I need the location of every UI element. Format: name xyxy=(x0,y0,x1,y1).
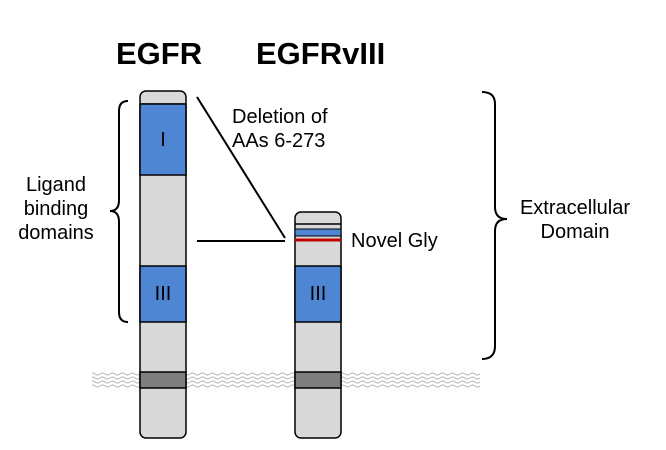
ligand-binding-line1: Ligand xyxy=(25,174,87,196)
egfrviii-domain-iii xyxy=(294,265,342,323)
extracellular-line1: Extracellular xyxy=(519,197,631,219)
egfr-bar xyxy=(139,90,187,439)
egfrviii-domain-iii-label: III xyxy=(309,283,327,305)
deletion-line-diagonal xyxy=(196,96,286,239)
ligand-binding-brace xyxy=(109,100,129,323)
egfrviii-receptor xyxy=(294,211,342,439)
cell-membrane xyxy=(92,372,480,388)
egfr-domain-iii-label: III xyxy=(154,283,172,305)
extracellular-label: Extracellular Domain xyxy=(512,196,638,244)
egfr-receptor xyxy=(139,90,187,439)
ligand-binding-line2: binding xyxy=(23,198,89,220)
ligand-binding-label: Ligand binding domains xyxy=(4,173,108,245)
deletion-label: Deletion of AAs 6-273 xyxy=(232,105,328,153)
egfr-domain-iii xyxy=(139,265,187,323)
egfrviii-residual-domain xyxy=(294,228,342,237)
egfrviii-title: EGFRvIII xyxy=(256,36,386,71)
egfrviii-bar xyxy=(294,211,342,439)
novel-gly-label: Novel Gly xyxy=(351,230,438,252)
deletion-label-line2: AAs 6-273 xyxy=(232,130,326,152)
egfr-domain-i-label: I xyxy=(160,129,166,151)
extracellular-line2: Domain xyxy=(540,221,610,243)
extracellular-brace xyxy=(481,91,508,360)
egfr-domain-i xyxy=(139,103,187,176)
egfr-title: EGFR xyxy=(116,36,203,71)
egfrviii-transmembrane xyxy=(294,371,342,389)
ligand-binding-line3: domains xyxy=(18,222,94,244)
egfr-transmembrane xyxy=(139,371,187,389)
deletion-label-line1: Deletion of xyxy=(232,106,328,128)
